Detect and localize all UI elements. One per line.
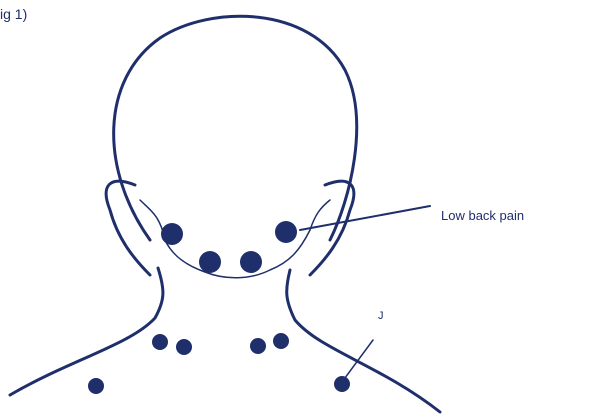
point-neck-left-2 — [176, 339, 192, 355]
point-shoulder-left — [88, 378, 104, 394]
point-neck-right-2 — [273, 333, 289, 349]
j-pointer-line — [342, 340, 373, 382]
point-neck-left-1 — [152, 334, 168, 350]
right-neck-line — [287, 270, 440, 412]
low-back-pain-label: Low back pain — [441, 208, 524, 223]
point-j-label: J — [378, 310, 384, 322]
point-neck-right-1 — [250, 338, 266, 354]
point-mid-left — [199, 251, 221, 273]
figure-caption: ig 1) — [0, 6, 27, 22]
point-upper-left — [161, 223, 183, 245]
head-outline — [114, 16, 357, 240]
point-upper-right — [275, 221, 297, 243]
left-neck-line — [10, 268, 163, 395]
point-shoulder-right — [334, 376, 350, 392]
point-mid-right — [240, 251, 262, 273]
